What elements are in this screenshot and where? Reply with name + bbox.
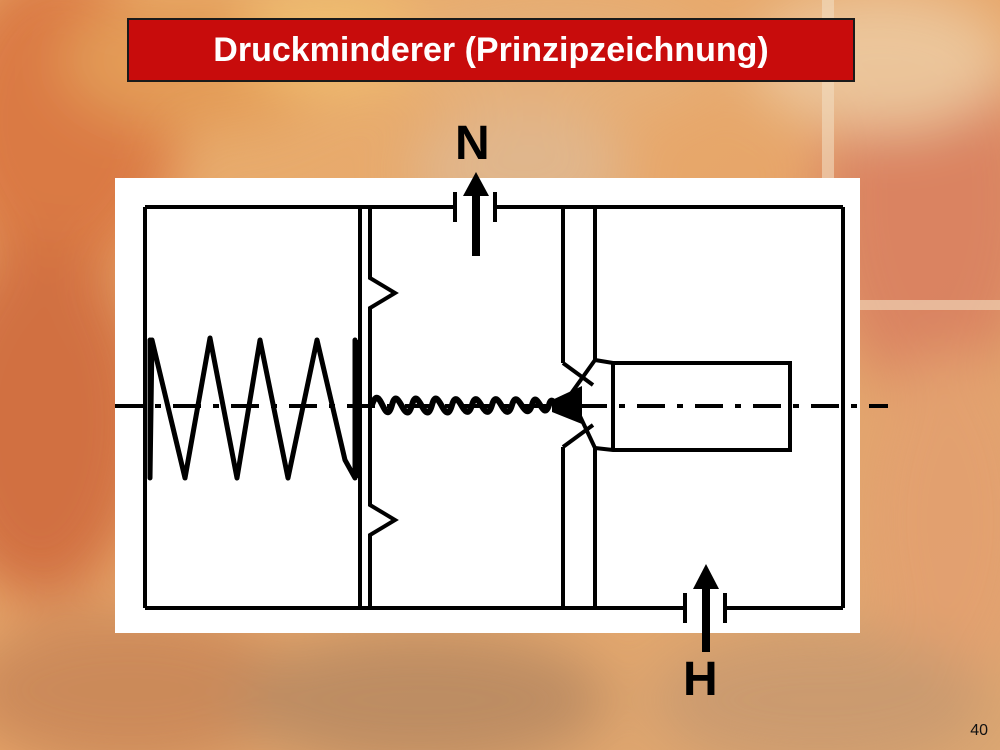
valve-seat <box>561 207 597 608</box>
outlet-arrow <box>463 172 489 256</box>
slide-title: Druckminderer (Prinzipzeichnung) <box>127 18 855 82</box>
inlet-label: H <box>683 653 718 706</box>
inlet-arrow <box>693 564 719 652</box>
page-number: 40 <box>970 722 988 739</box>
outlet-label: N <box>455 117 490 170</box>
valve-spring <box>369 394 565 416</box>
